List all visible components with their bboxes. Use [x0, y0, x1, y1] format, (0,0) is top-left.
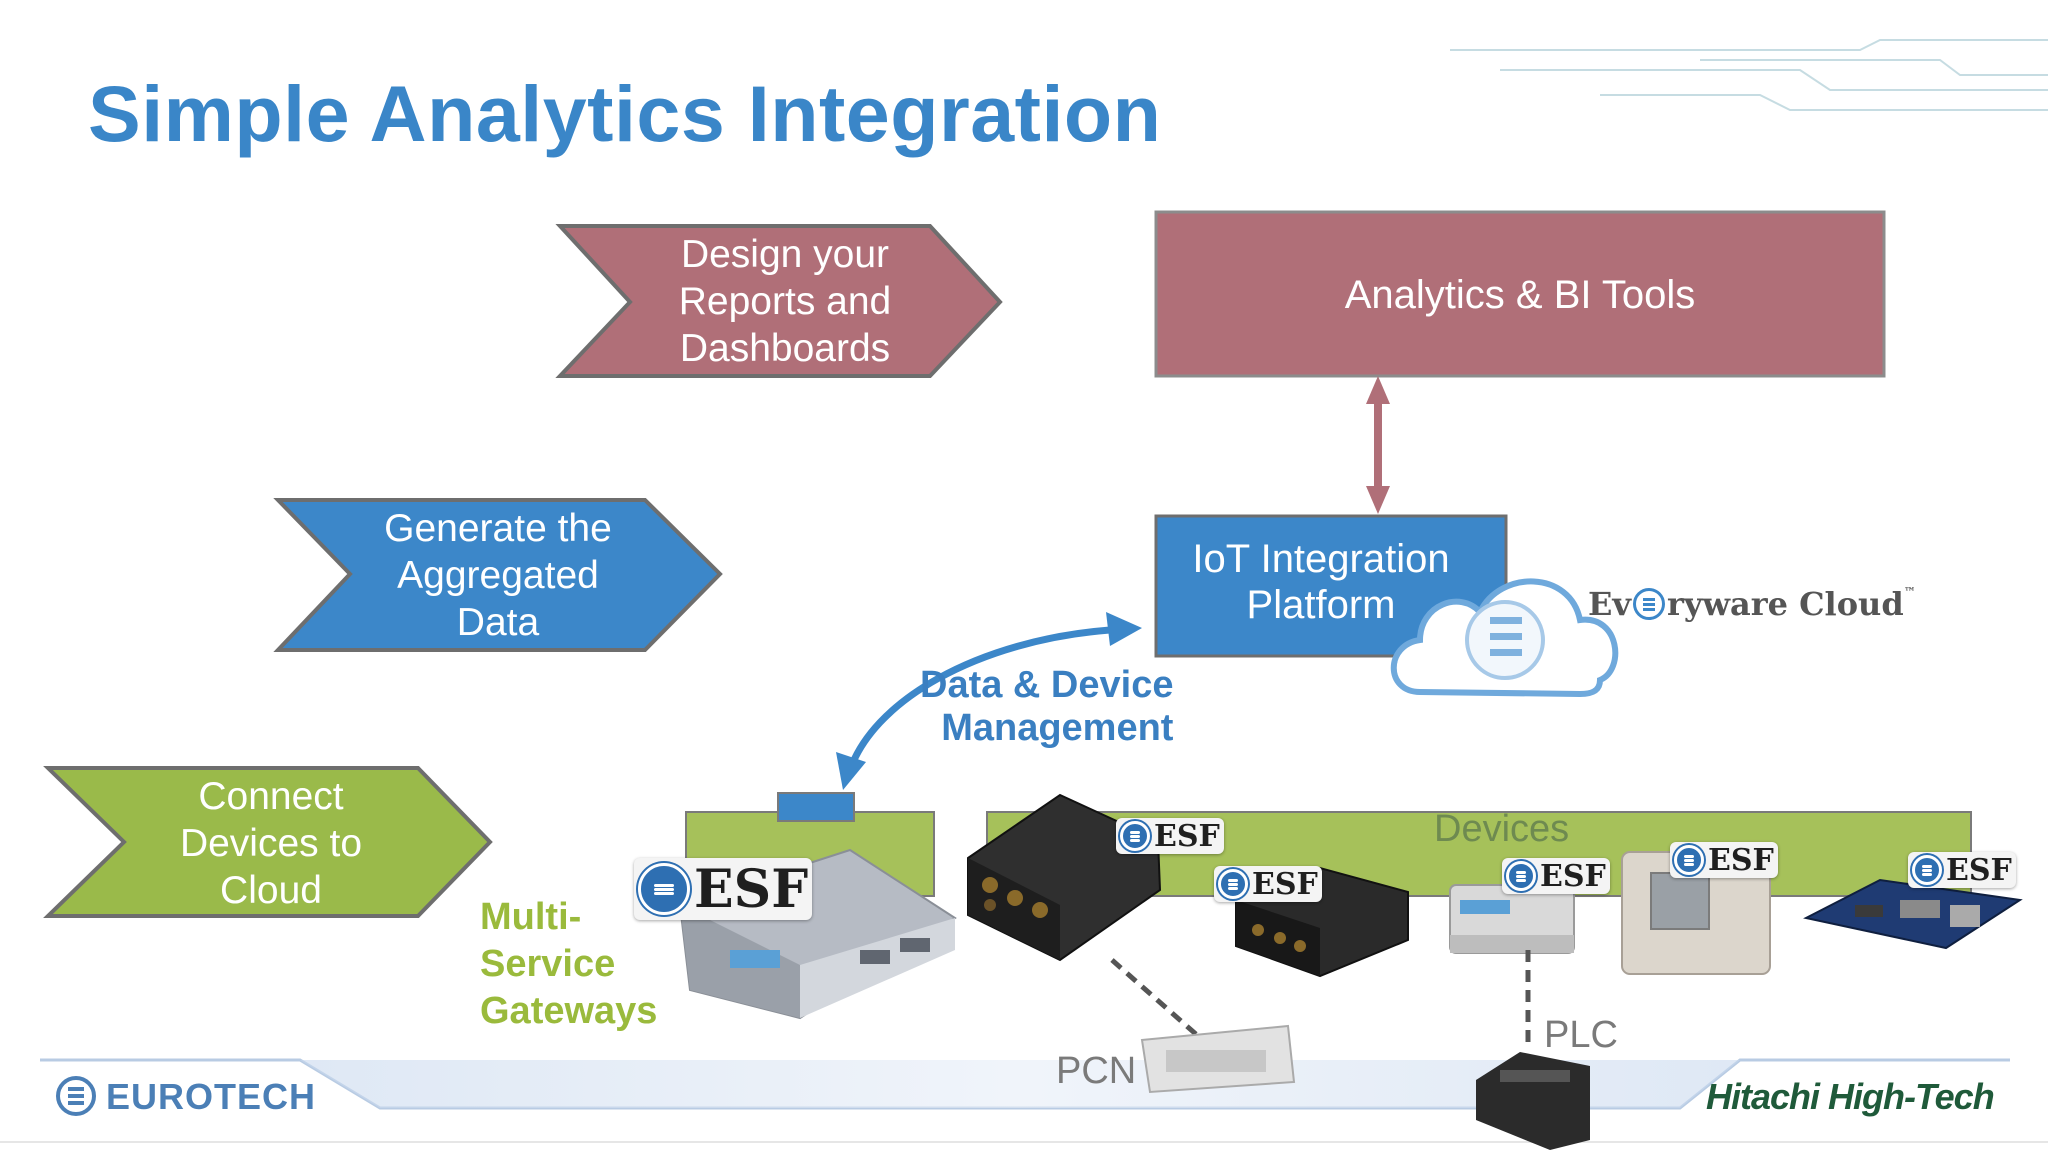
esf-icon [1506, 861, 1536, 891]
esf-badge-din: ESF [1502, 858, 1610, 894]
pcn-label: PCN [1056, 1050, 1137, 1092]
step-generate-label: Generate the Aggregated Data [384, 507, 612, 644]
brand-tm: ™ [1903, 585, 1916, 599]
esf-badge-panel: ESF [1670, 842, 1778, 878]
esf-badge-label: ESF [694, 858, 809, 920]
analytics-box-label: Analytics & BI Tools [1344, 273, 1696, 317]
devices-label: Devices [1434, 808, 1570, 850]
chevron-design-reports [555, 224, 1003, 378]
esf-icon [1218, 869, 1248, 899]
plc-label: PLC [1544, 1014, 1618, 1056]
esf-badge-label: ESF [1708, 842, 1774, 878]
hitachi-logo: Hitachi High-Tech [1706, 1076, 1995, 1117]
page-title: Simple Analytics Integration [88, 69, 1162, 158]
esf-badge-rugged-1: ESF [1116, 818, 1224, 854]
cloud-icon [1390, 578, 1619, 698]
step-connect-label: Connect Devices to Cloud [179, 775, 363, 912]
chevron-connect-devices [43, 766, 493, 918]
din-device-image [1449, 884, 1575, 954]
brand-suffix: ryware Cloud [1666, 585, 1904, 623]
esf-icon [1674, 845, 1704, 875]
plc-device-image [1476, 1052, 1590, 1150]
data-management-label: Data & Device Management [920, 664, 1174, 749]
analytics-box [1154, 210, 1886, 378]
double-arrow-icon [1366, 376, 1390, 514]
rugged-device-image-1 [967, 793, 1162, 962]
eurotech-logo-icon [56, 1076, 96, 1116]
brand-e-icon [1632, 588, 1665, 620]
esf-badge-gateway: ESF [634, 858, 813, 920]
esf-badge-label: ESF [1540, 858, 1606, 894]
esf-badge-label: ESF [1252, 866, 1318, 902]
esf-badge-label: ESF [1946, 852, 2012, 888]
esf-badge-board: ESF [1908, 852, 2016, 888]
step-design-label: Design your Reports and Dashboards [678, 233, 892, 370]
gateway-connector [777, 792, 855, 822]
pcn-connector [1110, 958, 1200, 1038]
chevron-generate-data [273, 498, 723, 652]
esf-icon [1120, 821, 1150, 851]
footer-band [0, 1058, 2048, 1143]
iot-platform-label: IoT Integration Platform [1192, 537, 1450, 627]
data-management-arrow [836, 612, 1142, 790]
board-image [1803, 878, 2023, 950]
decorative-lines-top [1450, 39, 2048, 111]
esf-icon [638, 863, 690, 915]
everyware-cloud-logo: Ev ryware Cloud ™ [1588, 585, 1916, 623]
esf-badge-label: ESF [1154, 818, 1220, 854]
gateways-label: Multi- Service Gateways [480, 896, 658, 1032]
brand-prefix: Ev [1588, 585, 1631, 623]
panel-pc-image [1621, 851, 1771, 975]
pcn-device-image [1140, 1024, 1296, 1094]
eurotech-logo: EUROTECH [106, 1076, 317, 1117]
esf-icon [1912, 855, 1942, 885]
esf-badge-rugged-2: ESF [1214, 866, 1322, 902]
